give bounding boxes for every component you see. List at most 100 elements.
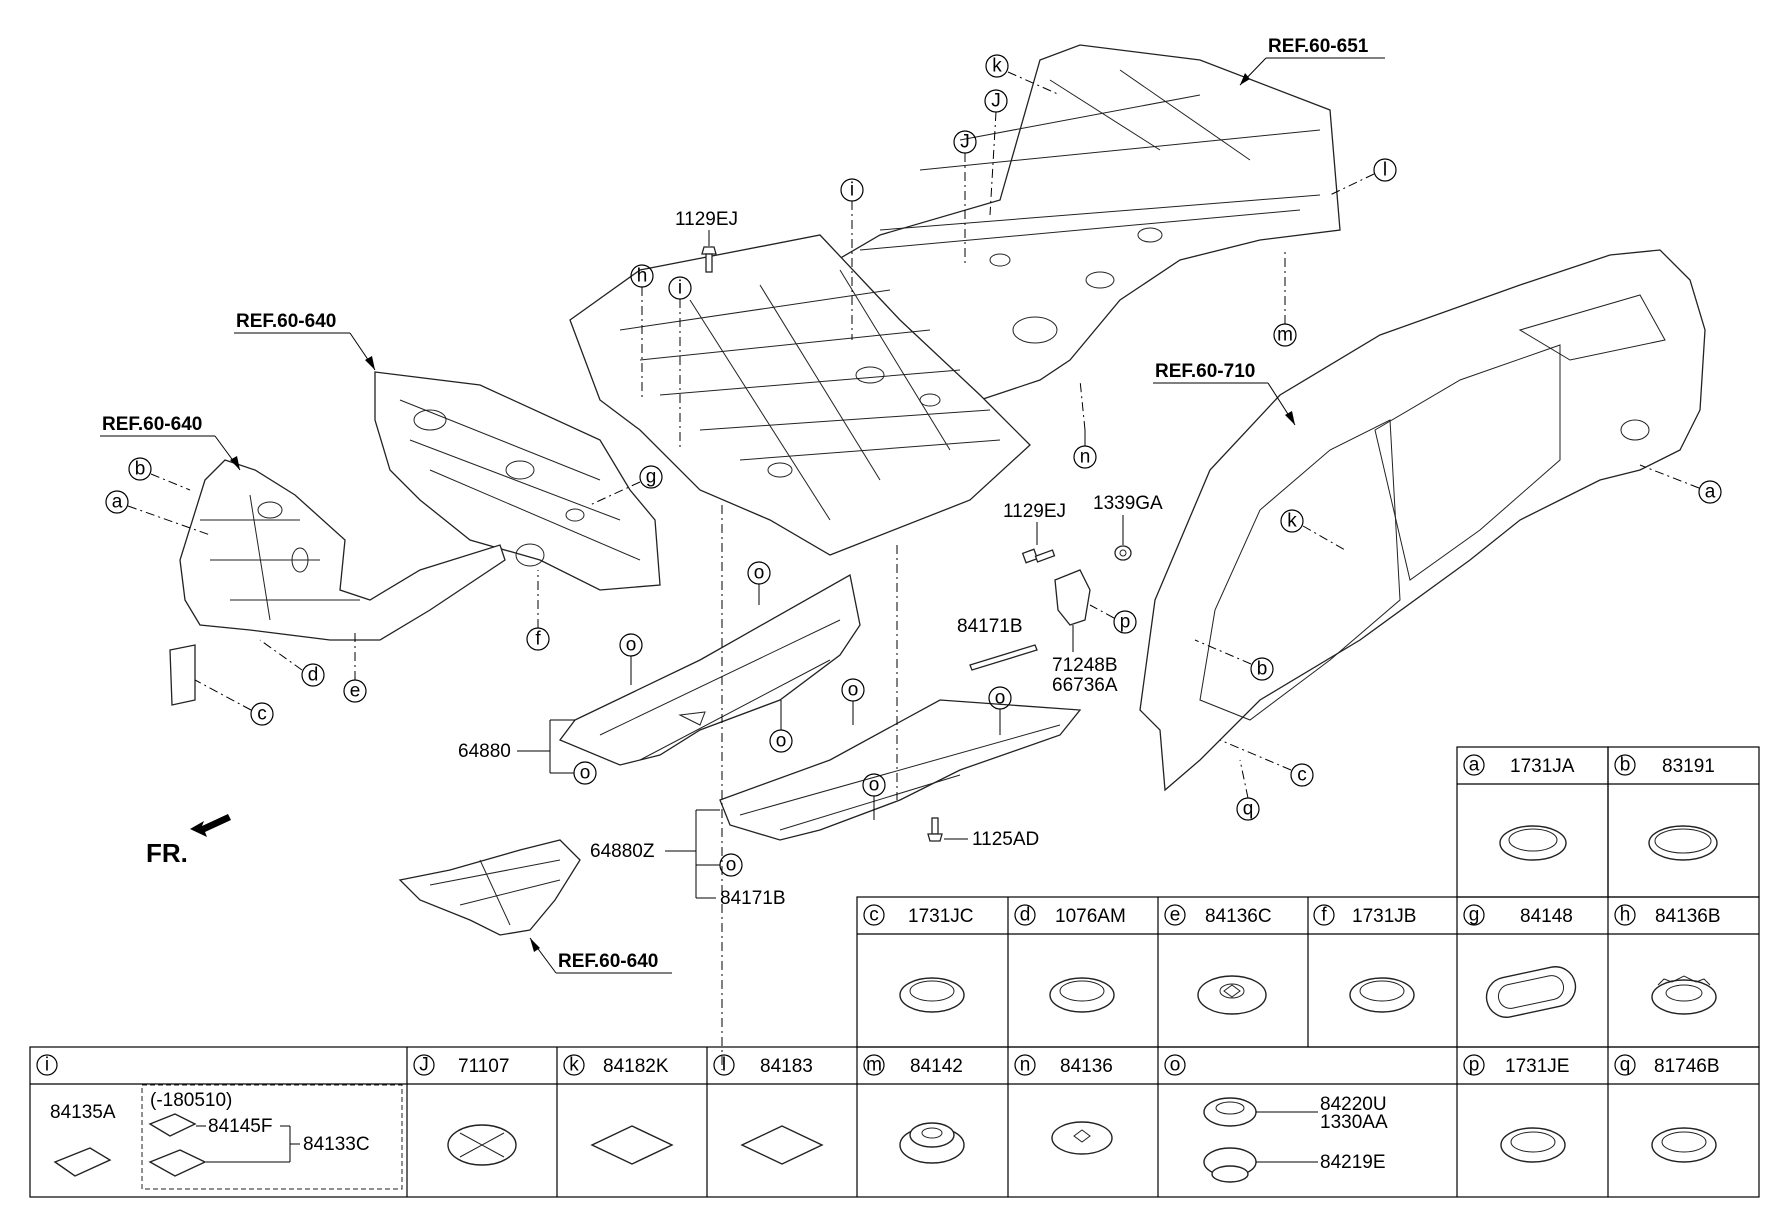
callout-l: l <box>1329 158 1397 196</box>
svg-text:n: n <box>1020 1055 1031 1076</box>
svg-text:1731JE: 1731JE <box>1505 1056 1569 1077</box>
callout-b-left: b <box>128 457 191 491</box>
svg-text:o: o <box>754 563 765 584</box>
table-cell-g: g 84148 <box>1463 904 1577 1018</box>
svg-text:84220U: 84220U <box>1320 1094 1387 1115</box>
dash-panel <box>374 371 661 591</box>
svg-text:o: o <box>626 635 637 656</box>
svg-text:REF.60-640: REF.60-640 <box>558 951 658 972</box>
front-floor-lower <box>398 839 581 936</box>
callout-g: g <box>589 465 663 506</box>
svg-text:o: o <box>995 688 1006 709</box>
svg-text:84133C: 84133C <box>303 1134 370 1155</box>
svg-text:REF.60-651: REF.60-651 <box>1268 36 1369 57</box>
svg-text:o: o <box>726 855 737 876</box>
callout-o-4: o <box>988 686 1012 735</box>
table-cell-d: d 1076AM <box>1014 904 1126 1013</box>
svg-text:1731JB: 1731JB <box>1352 906 1416 927</box>
callout-n: n <box>1073 379 1097 469</box>
table-cell-k: k 84182K <box>563 1054 674 1165</box>
table-cell-l: l 84183 <box>713 1054 824 1165</box>
table-cell-b: b 83191 <box>1614 754 1718 861</box>
svg-text:a: a <box>1705 482 1716 503</box>
svg-text:d: d <box>308 665 319 686</box>
table-cell-a: a 1731JA <box>1463 754 1575 861</box>
svg-text:84145F: 84145F <box>208 1116 272 1137</box>
callout-J-mid: J <box>953 130 977 265</box>
bracket <box>1054 569 1091 626</box>
svg-text:k: k <box>1287 511 1297 532</box>
svg-text:84171B: 84171B <box>720 888 786 909</box>
svg-text:REF.60-640: REF.60-640 <box>236 311 336 332</box>
callout-e: e <box>343 630 367 703</box>
callout-c-right: c <box>1219 739 1314 787</box>
svg-text:71107: 71107 <box>458 1056 509 1077</box>
bolt-icon <box>701 246 717 273</box>
svg-text:83191: 83191 <box>1662 756 1715 777</box>
bolt-icon <box>1021 548 1056 564</box>
callout-J-top: J <box>984 89 1008 216</box>
svg-text:o: o <box>580 763 591 784</box>
svg-text:p: p <box>1469 1055 1480 1076</box>
svg-text:h: h <box>637 266 648 287</box>
callout-p: p <box>1089 604 1137 634</box>
label-group-64880: 64880 o <box>458 719 597 785</box>
callout-i-right: i <box>840 178 864 340</box>
svg-text:m: m <box>1277 325 1293 346</box>
ref-label-640-left: REF.60-640 <box>100 414 241 471</box>
svg-text:h: h <box>1620 905 1631 926</box>
svg-text:(-180510): (-180510) <box>150 1090 232 1111</box>
svg-text:i: i <box>678 278 682 299</box>
callout-a-left: a <box>105 490 211 536</box>
svg-text:84136B: 84136B <box>1655 906 1721 927</box>
callout-a-right: a <box>1639 464 1722 504</box>
label-66736A: 66736A <box>1052 675 1118 696</box>
svg-text:l: l <box>722 1055 726 1076</box>
svg-text:81746B: 81746B <box>1654 1056 1720 1077</box>
svg-text:J: J <box>419 1055 429 1076</box>
svg-text:c: c <box>257 704 267 725</box>
svg-text:e: e <box>1170 905 1181 926</box>
svg-text:84148: 84148 <box>1520 906 1573 927</box>
table-cell-q: q 81746B <box>1614 1054 1720 1163</box>
svg-text:m: m <box>866 1055 882 1076</box>
table-cell-i: i 84135A (-180510) 84145F 84133C <box>36 1054 403 1190</box>
callout-o-3: o <box>841 678 865 725</box>
callout-m: m <box>1273 250 1297 347</box>
svg-text:J: J <box>960 132 970 153</box>
svg-text:f: f <box>1321 905 1327 926</box>
label-1125AD: 1125AD <box>972 829 1039 850</box>
svg-text:q: q <box>1243 799 1254 820</box>
svg-text:84136: 84136 <box>1060 1056 1113 1077</box>
svg-text:1731JC: 1731JC <box>908 906 974 927</box>
svg-text:o: o <box>848 680 859 701</box>
ref-label-640-bottom: REF.60-640 <box>529 937 672 974</box>
svg-text:i: i <box>45 1055 49 1076</box>
callout-c-left: c <box>194 679 274 726</box>
side-outer-panel <box>1139 249 1706 792</box>
label-71248B: 71248B <box>1052 655 1118 676</box>
callout-f: f <box>526 570 550 651</box>
svg-text:i: i <box>850 180 854 201</box>
table-cell-o: o 84220U 1330AA 84219E <box>1164 1054 1388 1183</box>
svg-text:n: n <box>1080 447 1091 468</box>
callout-o-5: o <box>769 700 793 753</box>
svg-text:a: a <box>1469 755 1480 776</box>
callout-b-right: b <box>1194 639 1274 681</box>
svg-text:REF.60-710: REF.60-710 <box>1155 361 1255 382</box>
callout-h: h <box>630 264 654 400</box>
front-marker: FR. <box>146 838 188 868</box>
svg-text:o: o <box>776 731 787 752</box>
table-cell-p: p 1731JE <box>1463 1054 1569 1163</box>
rear-floor-panel <box>818 44 1341 401</box>
ref-label-710: REF.60-710 <box>1153 361 1296 426</box>
table-cell-n: n 84136 <box>1014 1054 1113 1155</box>
ref-label-651: REF.60-651 <box>1239 36 1385 86</box>
label-1129EJ-mid: 1129EJ <box>1003 501 1066 522</box>
svg-text:1731JA: 1731JA <box>1510 756 1575 777</box>
table-cell-J: J 71107 <box>413 1054 517 1166</box>
callout-k-top: k <box>985 54 1061 96</box>
table-cell-f: f 1731JB <box>1313 904 1416 1013</box>
svg-text:e: e <box>350 681 361 702</box>
